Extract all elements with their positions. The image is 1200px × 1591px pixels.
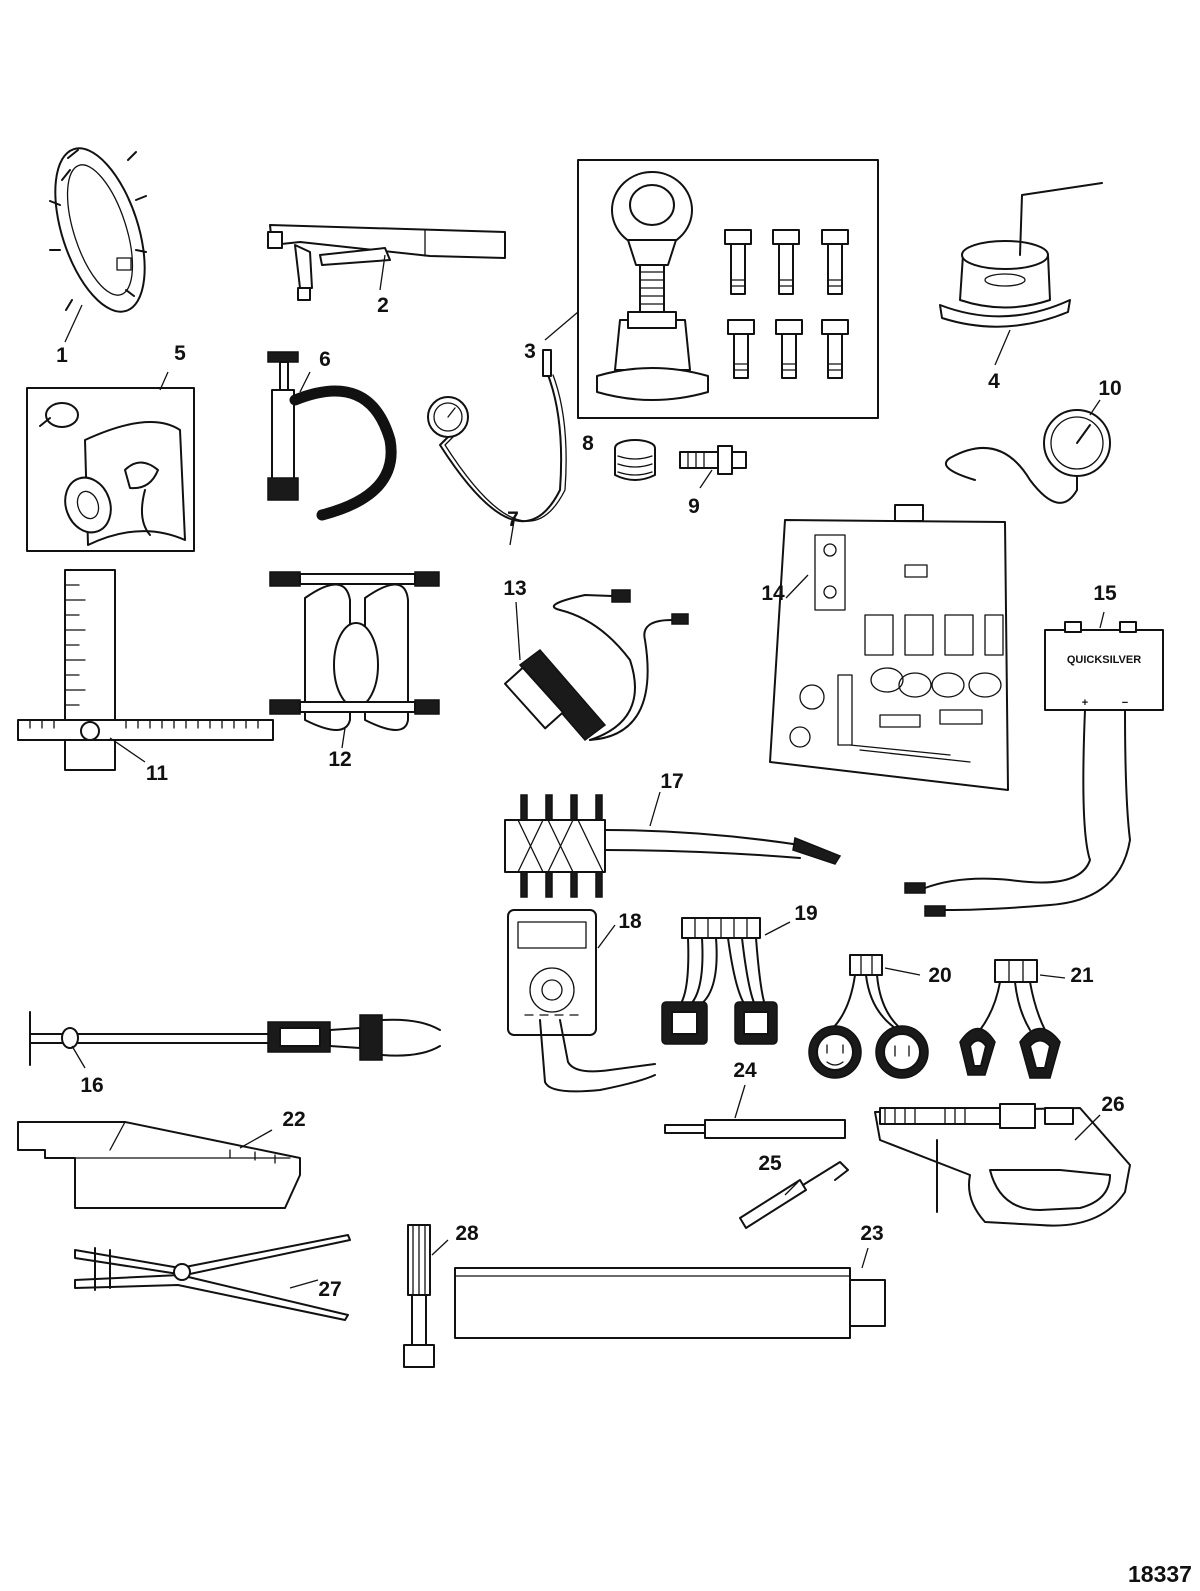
callout-23: 23 <box>860 1222 883 1245</box>
tool-8-adapter <box>614 439 656 481</box>
kit-bolt-row-top <box>724 229 849 295</box>
callout-16: 16 <box>80 1074 103 1097</box>
callout-5: 5 <box>174 342 186 365</box>
callout-9: 9 <box>688 495 700 518</box>
tool-14-case-kit <box>769 504 1009 791</box>
callout-28: 28 <box>455 1222 479 1245</box>
tool-24-pin-tool <box>664 1084 846 1139</box>
callout-15: 15 <box>1093 582 1117 605</box>
test-box-minus: − <box>1122 697 1128 709</box>
tool-27-pliers <box>74 1234 351 1321</box>
callout-22: 22 <box>282 1108 305 1131</box>
callout-13: 13 <box>503 577 526 600</box>
tool-23-driver-tube <box>454 1247 886 1339</box>
tool-10-pressure-gauge <box>944 399 1111 504</box>
figure-number: 18337 <box>1128 1561 1192 1587</box>
tool-9-hose-barb <box>679 445 747 489</box>
callout-27: 27 <box>318 1278 341 1301</box>
callout-1: 1 <box>56 344 68 367</box>
callout-24: 24 <box>733 1059 757 1082</box>
tool-17-test-lead-set <box>504 791 842 898</box>
tool-5-boxed-kit <box>26 371 195 552</box>
callout-4: 4 <box>988 370 1000 393</box>
callout-14: 14 <box>761 582 785 605</box>
tool-28-handle-bolt <box>403 1224 449 1368</box>
tool-3-lifting-kit <box>544 159 879 419</box>
test-box-plus: + <box>1082 697 1088 709</box>
tool-22-hold-down-plate <box>17 1121 301 1209</box>
tool-12-bearing-separator <box>269 571 440 749</box>
callout-12: 12 <box>328 748 351 771</box>
callout-21: 21 <box>1070 964 1094 987</box>
callout-2: 2 <box>377 294 389 317</box>
tool-20-round-plug-adapter <box>808 954 929 1079</box>
callout-25: 25 <box>758 1152 782 1175</box>
callout-19: 19 <box>794 902 817 925</box>
tool-15-test-box: QUICKSILVER + − <box>904 611 1164 917</box>
tool-11-t-ruler <box>17 569 274 771</box>
callout-17: 17 <box>660 770 683 793</box>
callout-8: 8 <box>582 432 594 455</box>
callout-7: 7 <box>507 508 519 531</box>
tool-1-filter-wrench <box>49 147 147 343</box>
tool-4-cup-tool <box>939 182 1103 366</box>
callout-3: 3 <box>524 340 536 363</box>
callout-6: 6 <box>319 348 331 371</box>
tool-2-holder-bar <box>267 224 506 301</box>
callout-10: 10 <box>1098 377 1121 400</box>
tool-19-harness-adapter <box>661 917 791 1045</box>
tool-13-spark-tester <box>504 589 689 742</box>
test-box-brand: QUICKSILVER <box>1067 654 1141 666</box>
tool-26-c-clamp <box>874 1103 1131 1227</box>
callout-26: 26 <box>1101 1093 1124 1116</box>
tool-21-triangle-plug-adapter <box>959 959 1066 1079</box>
kit-bolt-row-bottom <box>727 319 849 379</box>
tool-18-multimeter <box>507 909 656 1093</box>
callout-20: 20 <box>928 964 951 987</box>
tool-25-hook-tool <box>739 1161 849 1229</box>
tool-16-slide-hammer <box>29 1011 441 1069</box>
callout-11: 11 <box>146 762 169 785</box>
tool-6-hand-pump <box>267 351 397 521</box>
tool-7-compression-gauge <box>427 349 567 546</box>
callout-18: 18 <box>618 910 642 933</box>
